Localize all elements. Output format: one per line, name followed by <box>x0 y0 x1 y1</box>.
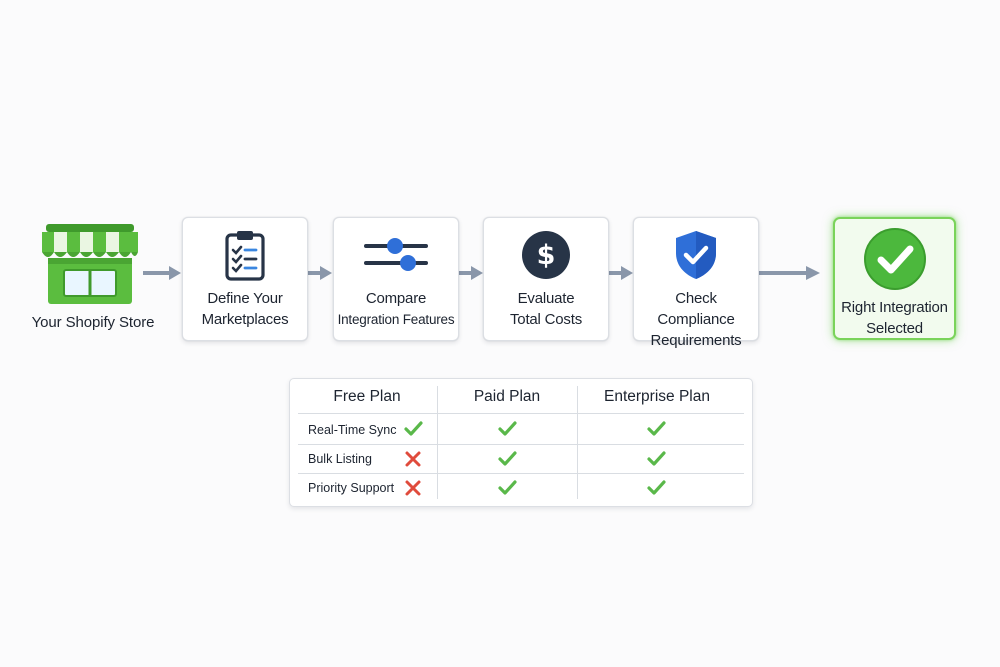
feature-label: Bulk Listing <box>308 452 372 466</box>
step-label-line2: Marketplaces <box>201 311 289 328</box>
step-label-line1: Evaluate <box>517 290 575 307</box>
check-icon <box>498 421 517 436</box>
table-divider <box>437 386 438 499</box>
step-label-line2: Integration Features <box>337 312 455 327</box>
result-label-line2: Selected <box>866 320 923 337</box>
table-divider <box>298 413 744 414</box>
column-header: Free Plan <box>333 388 401 405</box>
dollar-icon: $ <box>484 230 608 280</box>
step-label-line2: Total Costs <box>510 311 582 328</box>
check-icon <box>647 480 666 495</box>
cross-icon <box>405 451 421 467</box>
table-divider <box>298 473 744 474</box>
result-card: Right Integration Selected <box>833 217 956 340</box>
step-label-line2: Requirements <box>650 332 742 349</box>
step-define-marketplaces: Define Your Marketplaces <box>182 217 308 341</box>
column-header: Enterprise Plan <box>604 388 710 405</box>
feature-label: Real-Time Sync <box>308 423 397 437</box>
step-check-compliance: Check Compliance Requirements <box>633 217 759 349</box>
check-icon <box>647 451 666 466</box>
check-icon <box>647 421 666 436</box>
cross-icon <box>405 480 421 496</box>
sliders-icon <box>334 230 458 280</box>
check-circle-icon <box>835 227 954 291</box>
step-compare-features: Compare Integration Features <box>333 217 459 341</box>
clipboard-checklist-icon <box>183 230 307 281</box>
check-icon <box>498 451 517 466</box>
shield-check-icon <box>634 230 758 280</box>
result-label-line1: Right Integration <box>841 299 948 316</box>
flow-arrow <box>608 266 633 280</box>
shopify-store-icon <box>40 222 140 306</box>
store-label: Your Shopify Store <box>31 314 155 331</box>
table-divider <box>298 444 744 445</box>
step-label-line1: Compare <box>365 290 427 307</box>
flow-arrow <box>458 266 483 280</box>
flow-arrow <box>143 266 181 280</box>
step-evaluate-costs: $ Evaluate Total Costs <box>483 217 609 341</box>
svg-text:$: $ <box>537 240 556 271</box>
check-icon <box>498 480 517 495</box>
feature-label: Priority Support <box>308 481 395 495</box>
column-header: Paid Plan <box>473 388 541 405</box>
plan-comparison-table <box>289 378 753 507</box>
flow-arrow <box>307 266 332 280</box>
check-icon <box>404 421 423 436</box>
step-label-line1: Define Your <box>207 290 283 307</box>
step-label-line1: Check Compliance <box>657 290 735 328</box>
table-divider <box>577 386 578 499</box>
flow-arrow <box>758 266 820 280</box>
